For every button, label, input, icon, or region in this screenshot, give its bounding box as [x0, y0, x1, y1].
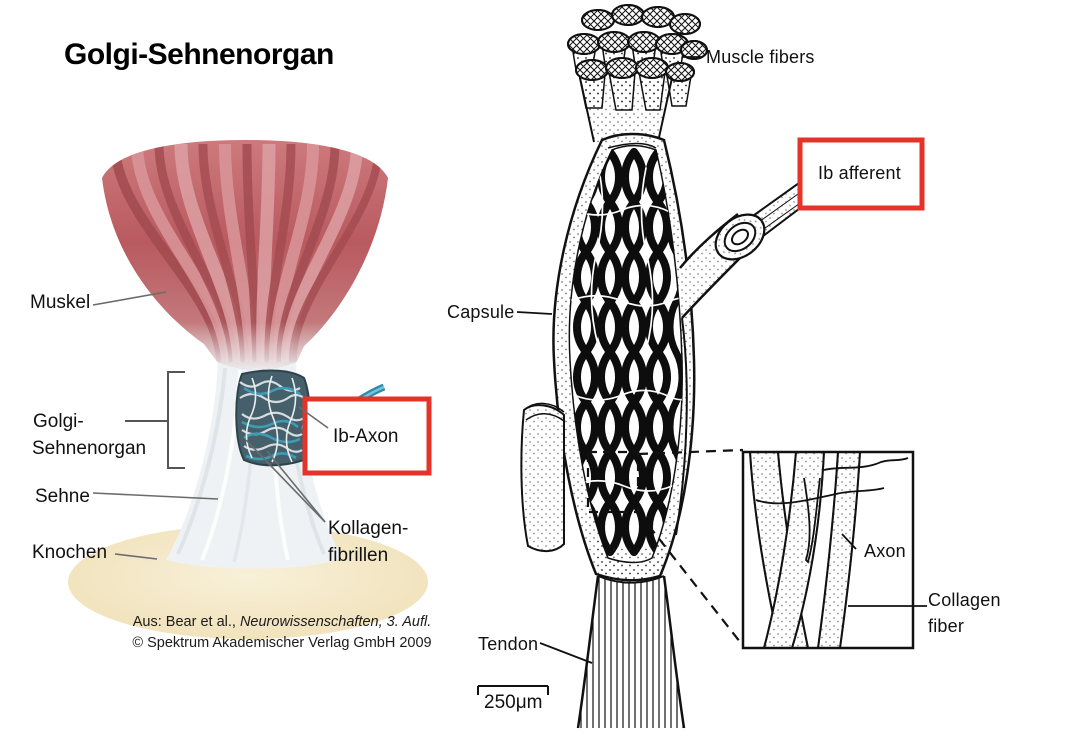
label-scale-250um: 250μm — [484, 692, 543, 713]
left-leader-lines — [92, 291, 326, 560]
label-muskel: Muskel — [30, 292, 91, 313]
ib-axon-highlight-box — [302, 396, 432, 476]
ib-axon-leader-line — [298, 406, 329, 429]
muscle-shape — [102, 140, 388, 370]
label-muscle-fibers: Muscle fibers — [706, 47, 815, 67]
tendon-bottom — [576, 540, 686, 729]
label-knochen: Knochen — [32, 542, 108, 563]
label-kollagen-line1: Kollagen- — [328, 518, 409, 539]
credit-text: Aus: Bear et al., Neurowissenschaften, 3… — [124, 612, 440, 654]
label-ib-axon: Ib-Axon — [333, 426, 399, 447]
scale-bar — [477, 685, 549, 695]
right-illustration — [477, 4, 927, 729]
credit-line1-regular: Aus: Bear et al., — [132, 614, 240, 630]
label-axon: Axon — [864, 541, 906, 561]
right-leader-lines — [516, 56, 703, 664]
label-ib-afferent: Ib afferent — [818, 163, 901, 183]
label-tendon: Tendon — [478, 634, 539, 654]
label-collagen-line1: Collagen — [928, 590, 1001, 610]
label-golgi-line2: Sehnenorgan — [32, 438, 147, 459]
label-sehne: Sehne — [35, 486, 90, 507]
page-title: Golgi-Sehnenorgan — [64, 38, 334, 71]
label-kollagen-line2: fibrillen — [328, 545, 389, 566]
credit-line1-italic: Neurowissenschaften, 3. Aufl. — [239, 614, 432, 630]
label-golgi-line1: Golgi- — [33, 411, 84, 432]
dashed-zoom-region — [586, 448, 745, 648]
label-capsule: Capsule — [447, 302, 515, 322]
capsule-cuff — [520, 402, 565, 552]
left-illustration — [68, 140, 432, 639]
inset-box — [741, 450, 927, 650]
ib-afferent-highlight-box — [797, 137, 925, 211]
label-collagen-line2: fiber — [928, 616, 965, 636]
golgi-organ-capsule — [235, 369, 311, 467]
collagen-braid — [571, 148, 683, 556]
muscle-fiber-bundle — [567, 4, 708, 111]
credit-line2: © Spektrum Akademischer Verlag GmbH 2009 — [132, 635, 432, 651]
